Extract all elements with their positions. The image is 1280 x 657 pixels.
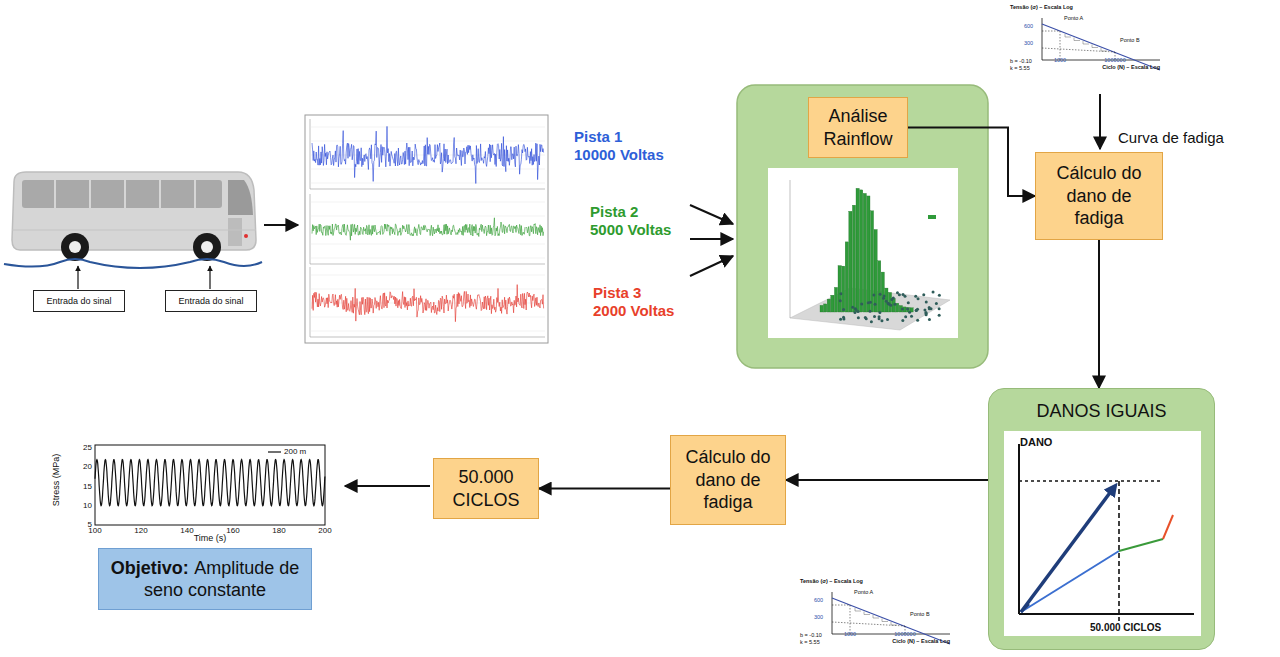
track-label: 10000 Voltas [574,146,664,163]
flow-arrow [1099,94,1101,149]
chart-label: 25 [83,443,92,452]
process-box: Análise Rainflow [808,97,908,158]
text-group: 50.000 CICLOS [440,466,532,511]
damage-chart [989,389,1216,651]
objective-heading: Objetivo: [111,558,189,578]
histogram-frame [768,168,958,338]
annotation-label: Curva de fadiga [1118,129,1224,146]
legend-text: 200 m [284,447,306,456]
process-box: Cálculo do dano de fadiga [1035,152,1163,240]
text-group: Cálculo do dano de fadiga [677,446,779,514]
chart-label: 1000 [1054,57,1066,63]
signal-panel [305,115,548,343]
chart-label: 300 [814,614,823,620]
chart-label: 100 [88,526,101,535]
chart-label: b = -0.10 [1010,58,1032,64]
node-text: DANOS IGUAIS [1036,401,1166,421]
chart-label: Ponto A [1064,15,1083,21]
chart-label: 1000000 [1104,57,1125,63]
equal-damage-panel: DANOS IGUAIS [988,388,1215,650]
sn-curve-chart [1042,18,1160,70]
flow-arrow [690,256,733,276]
signal-input-box: Entrada do sinal [33,290,125,312]
node-text: Análise Rainflow [823,106,892,149]
track-label: 5000 Voltas [590,221,671,238]
track-label: Pista 3 [593,284,641,301]
text-group: Cálculo do dano de fadiga [1042,162,1156,230]
chart-label: 300 [1024,40,1033,46]
track-label: 2000 Voltas [593,302,674,319]
flow-connector [786,479,988,481]
chart-label: 160 [226,526,239,535]
node-text: Entrada do sinal [178,296,243,306]
process-box: Cálculo do dano de fadiga [670,435,786,525]
chart-label: Ponto B [910,611,930,617]
chart-label: Tensão (σ) – Escala Log [1010,4,1073,10]
signal-input-box: Entrada do sinal [165,290,257,312]
text-group: Entrada do sinal [46,296,111,306]
flow-arrow [690,205,733,224]
chart-label: 1000 [844,631,856,637]
chart-label: 120 [134,526,147,535]
text-group: Entrada do sinal [178,296,243,306]
chart-label: k = 5.55 [800,639,820,645]
chart-label: Stress (MPa) [51,454,61,507]
node-text: Cálculo do dano de fadiga [685,447,770,512]
chart-label: 200 [318,526,331,535]
chart-label: Ciclo (N) – Escala Log [892,638,950,644]
chart-label: Ciclo (N) – Escala Log [1102,64,1160,70]
track-label: Pista 1 [574,128,622,145]
node-text: Cálculo do dano de fadiga [1056,163,1141,228]
bus-illustration [4,172,262,289]
sine-chart [95,445,325,525]
objective-box: Objetivo:Amplitude de seno constante [98,548,312,610]
chart-label: 600 [814,597,823,603]
process-box: 50.000 CICLOS [433,458,539,519]
sn-curve-chart [832,592,950,644]
chart-label: 140 [180,526,193,535]
text-group: Análise Rainflow [815,105,901,150]
text-group: Objetivo:Amplitude de seno constante [105,557,305,602]
chart-label: 20 [83,462,92,471]
chart-label: Time (s) [194,533,227,543]
flow-arrow [264,224,298,226]
flow-connector [539,488,670,490]
chart-label: 15 [83,482,92,491]
flow-connector [908,128,1035,197]
chart-label: 180 [272,526,285,535]
rainflow-histogram [790,180,950,330]
annotation-label: DANO [1020,436,1052,449]
flow-arrow [690,238,733,240]
node-text: 50.000 CICLOS [452,467,519,510]
chart-label: b = -0.10 [800,632,822,638]
chart-label: Ponto B [1120,37,1140,43]
chart-label: 600 [1024,23,1033,29]
flow-arrow [345,485,430,487]
annotation-label: 50.000 CICLOS [1090,622,1161,634]
chart-label: Ponto A [854,589,873,595]
text-group: DANOS IGUAIS [1036,401,1166,422]
flow-connector [1098,240,1100,388]
chart-label: 10 [83,501,92,510]
chart-label: k = 5.55 [1010,65,1030,71]
chart-label: Tensão (σ) – Escala Log [800,578,863,584]
node-text: Entrada do sinal [46,296,111,306]
signal-traces [310,119,545,337]
chart-label: 1000000 [894,631,915,637]
track-label: Pista 2 [590,203,638,220]
